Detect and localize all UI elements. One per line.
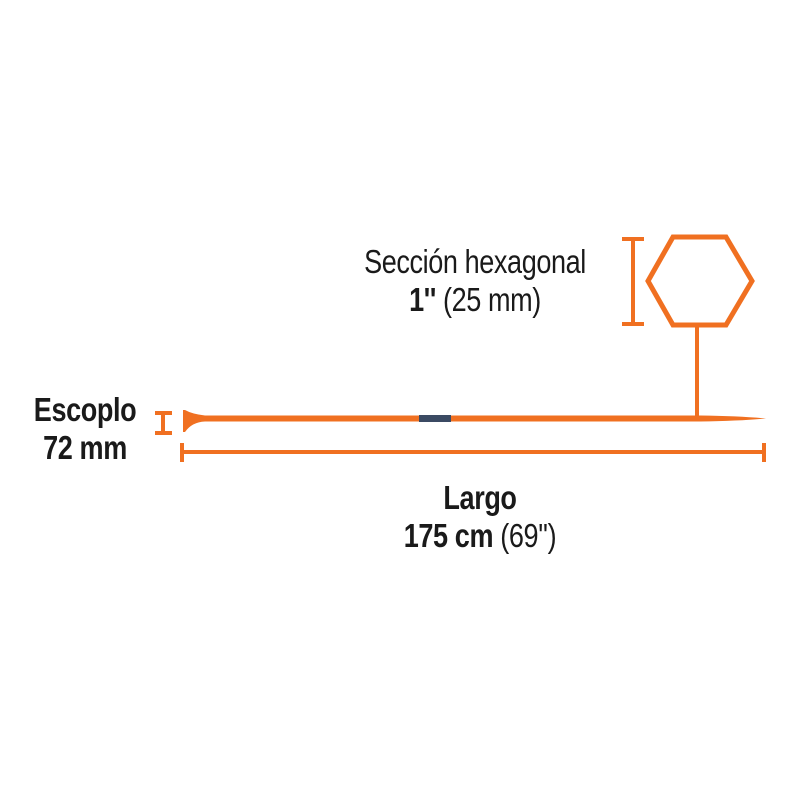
chisel-width-marker <box>155 411 172 435</box>
chisel-value: 72 mm <box>43 429 127 466</box>
length-value: 175 cm (69'') <box>403 517 557 554</box>
hexagon-section-icon <box>645 234 755 328</box>
section-value: 1'' (25 mm) <box>409 281 541 318</box>
pry-bar <box>183 410 766 432</box>
length-title: Largo <box>443 479 517 516</box>
hexagon-height-marker <box>622 237 644 326</box>
length-label: Largo 175 cm (69'') <box>382 479 579 555</box>
chisel-label: Escoplo 72 mm <box>24 391 147 467</box>
section-title: Sección hexagonal <box>364 243 586 280</box>
section-label: Sección hexagonal 1'' (25 mm) <box>348 243 602 319</box>
chisel-title: Escoplo <box>33 391 137 428</box>
length-dimension-line <box>180 443 766 462</box>
bar-label-band <box>419 415 451 422</box>
